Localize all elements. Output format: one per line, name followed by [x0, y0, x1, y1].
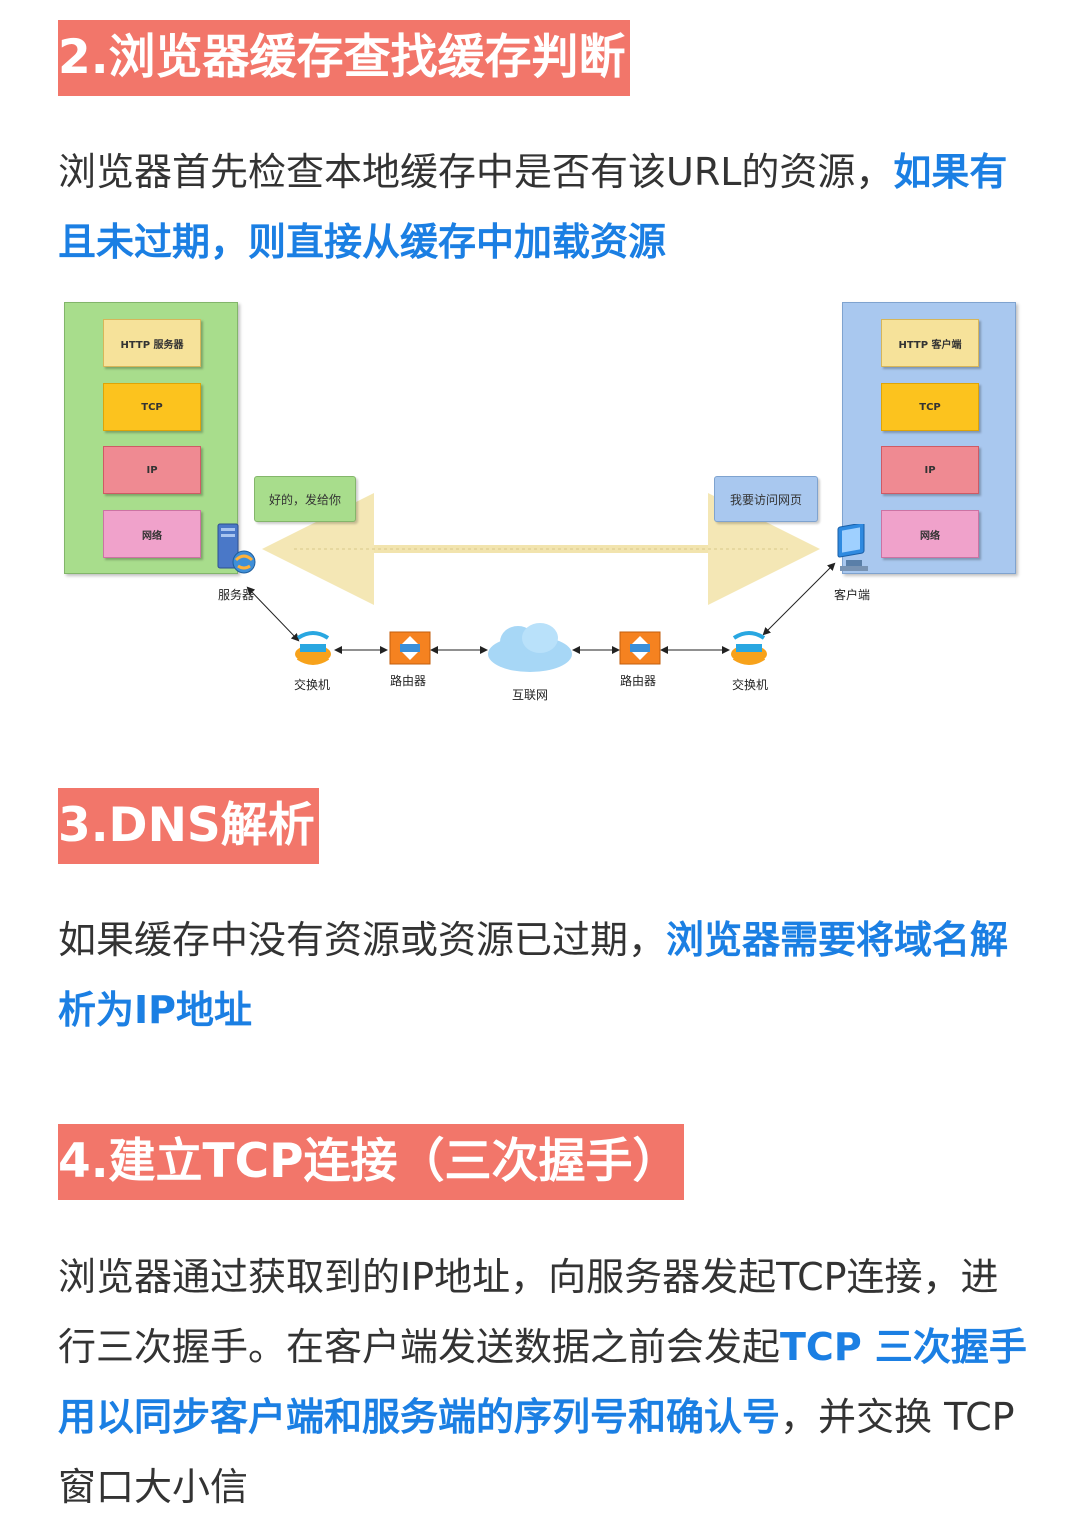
network-diagram: HTTP 服务器 TCP IP 网络 HTTP 客户端 TCP IP 网络 好的…: [58, 296, 1020, 716]
switch-right-label: 交换机: [732, 678, 769, 692]
internet-label: 互联网: [512, 688, 549, 702]
server-layer-ip: IP: [103, 446, 201, 494]
router-right-label: 路由器: [620, 674, 657, 688]
client-layer-ip: IP: [881, 446, 979, 494]
link-server-switch: [246, 586, 300, 642]
section-4-text-2: ，并交换 TCP 窗口大小信: [58, 1395, 1015, 1509]
cloud-icon: [488, 623, 572, 672]
diagram-connections: [246, 493, 836, 654]
client-layer-tcp: TCP: [881, 383, 979, 431]
section-2-text: 浏览器首先检查本地缓存中是否有该URL的资源，: [58, 150, 894, 194]
server-layer-http: HTTP 服务器: [103, 319, 201, 367]
section-3-title: 3.DNS解析: [58, 788, 319, 864]
server-label: 服务器: [218, 588, 255, 602]
client-message-box: 我要访问网页: [714, 476, 818, 522]
section-3-text: 如果缓存中没有资源或资源已过期，: [58, 918, 667, 962]
section-4-text-1: 浏览器通过获取到的IP地址，向服务器发起TCP连接，进行三次握手。在客户端发送数…: [58, 1255, 999, 1369]
section-3-paragraph: 如果缓存中没有资源或资源已过期，浏览器需要将域名解析为IP地址: [58, 905, 1028, 1045]
section-4-highlight: TCP 三次握手用以同步客户端和服务端的序列号和确认号: [58, 1325, 1027, 1439]
server-protocol-stack: HTTP 服务器 TCP IP 网络: [64, 302, 238, 574]
server-layer-tcp: TCP: [103, 383, 201, 431]
router-icon-right: [619, 631, 661, 665]
client-computer-icon: [837, 524, 868, 571]
section-4-title: 4.建立TCP连接（三次握手）: [58, 1124, 684, 1200]
server-icon: [217, 523, 256, 574]
router-left-label: 路由器: [390, 674, 427, 688]
client-label: 客户端: [834, 588, 871, 602]
client-layer-http: HTTP 客户端: [881, 319, 979, 367]
server-message-box: 好的，发给你: [254, 476, 356, 522]
section-2-paragraph: 浏览器首先检查本地缓存中是否有该URL的资源，如果有且未过期，则直接从缓存中加载…: [58, 137, 1028, 277]
client-layer-network: 网络: [881, 510, 979, 558]
switch-icon-left: [295, 631, 331, 665]
switch-icon-right: [731, 631, 767, 665]
switch-left-label: 交换机: [294, 678, 331, 692]
server-layer-network: 网络: [103, 510, 201, 558]
section-3-highlight: 浏览器需要将域名解析为IP地址: [58, 918, 1009, 1032]
client-protocol-stack: HTTP 客户端 TCP IP 网络: [842, 302, 1016, 574]
section-2-title: 2.浏览器缓存查找缓存判断: [58, 20, 630, 96]
router-icon-left: [389, 631, 431, 665]
section-4-paragraph: 浏览器通过获取到的IP地址，向服务器发起TCP连接，进行三次握手。在客户端发送数…: [58, 1242, 1028, 1522]
link-switch-client: [762, 562, 836, 636]
section-2-highlight: 如果有且未过期，则直接从缓存中加载资源: [58, 150, 1008, 264]
